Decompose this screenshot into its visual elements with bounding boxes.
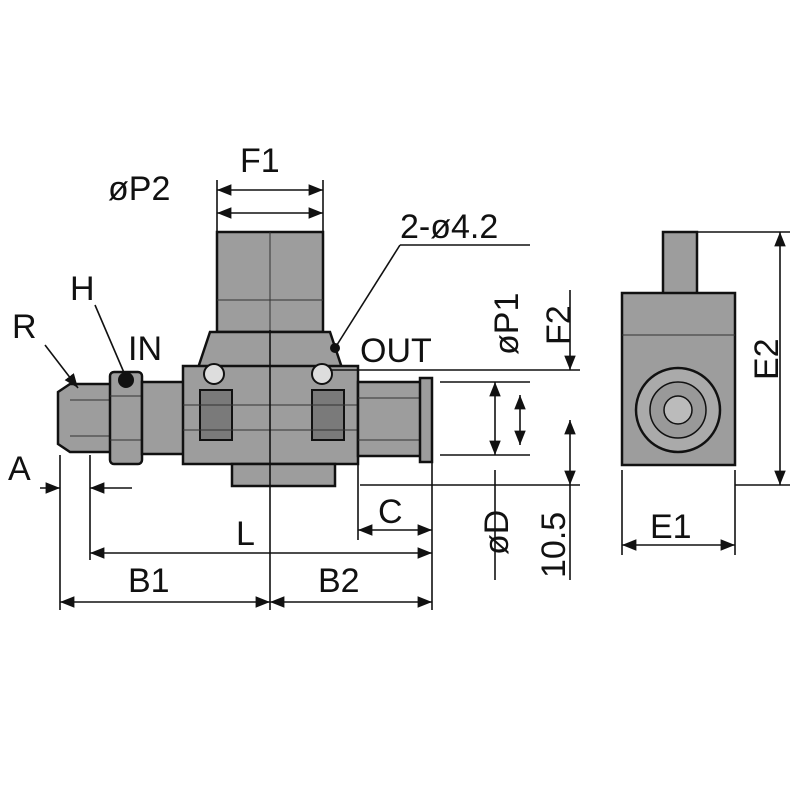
label-D: øD bbox=[478, 510, 516, 555]
dimension-labels: F1 øP2 2-ø4.2 H R IN OUT øP1 F2 E2 A L C… bbox=[8, 142, 786, 600]
label-P2: øP2 bbox=[108, 170, 170, 208]
label-A: A bbox=[8, 450, 31, 488]
label-H: H bbox=[70, 270, 95, 308]
label-L: L bbox=[236, 515, 255, 553]
label-hole: 2-ø4.2 bbox=[400, 208, 498, 246]
release-ring bbox=[418, 376, 434, 464]
label-P1: øP1 bbox=[488, 293, 526, 355]
label-B2: B2 bbox=[318, 562, 360, 600]
hose-barb bbox=[56, 382, 114, 454]
label-F1: F1 bbox=[240, 142, 280, 180]
label-R: R bbox=[12, 308, 37, 346]
label-C: C bbox=[378, 493, 403, 531]
label-E1: E1 bbox=[650, 508, 692, 546]
dimension-lines bbox=[40, 180, 790, 610]
label-F2: F2 bbox=[540, 305, 578, 345]
label-B1: B1 bbox=[128, 562, 170, 600]
side-view bbox=[620, 230, 737, 467]
mount-hole-left bbox=[203, 363, 225, 385]
mount-hole-right bbox=[311, 363, 333, 385]
label-IN: IN bbox=[128, 330, 162, 368]
label-OUT: OUT bbox=[360, 332, 432, 370]
push-in-fitting bbox=[356, 380, 424, 458]
label-E2: E2 bbox=[748, 338, 786, 380]
label-10-5: 10.5 bbox=[535, 512, 573, 578]
